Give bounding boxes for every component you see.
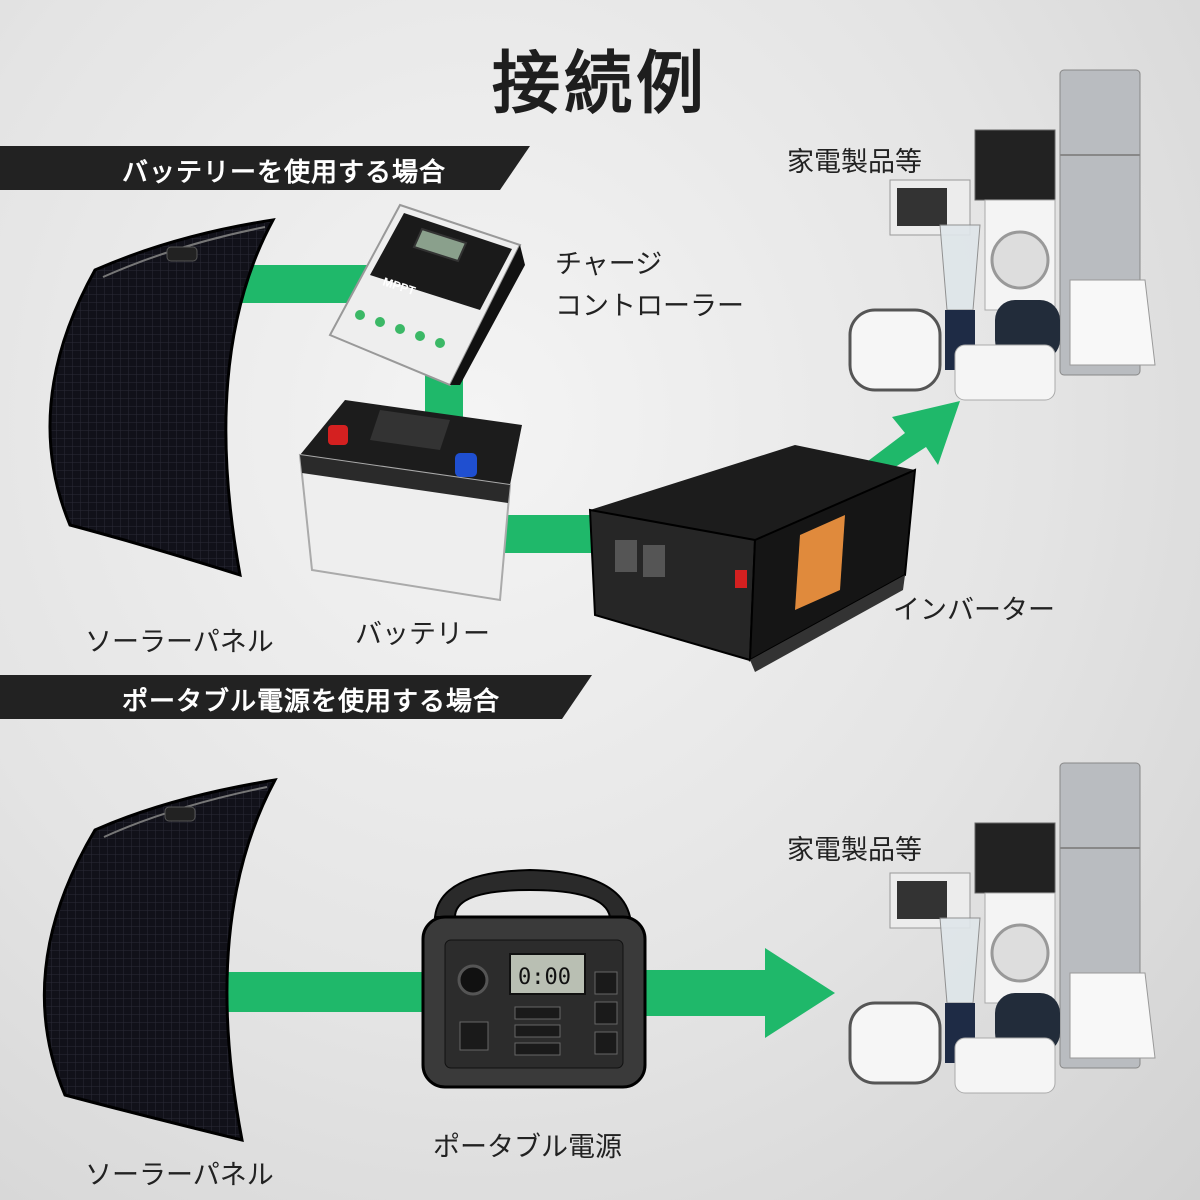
page-title: 接続例 <box>491 45 708 124</box>
charge-controller-image: MPPT <box>328 203 525 387</box>
appliances-image <box>848 69 1156 401</box>
solar-panel-label: ソーラーパネル <box>85 627 274 658</box>
section2-banner-text: ポータブル電源を使用する場合 <box>122 687 501 717</box>
appliances-label: 家電製品等 <box>787 147 922 178</box>
power-station-display: 0:00 <box>518 965 571 990</box>
solar-panel-image-2 <box>42 778 278 1143</box>
arrow-inverter-appliances <box>860 401 960 477</box>
arrow-powerstation-appliances <box>640 948 835 1038</box>
portable-power-station-image: 0:00 <box>421 868 647 1089</box>
inverter-label: インバーター <box>893 595 1055 626</box>
section1-banner: バッテリーを使用する場合 <box>0 146 530 190</box>
controller-label-line2: コントローラー <box>555 291 744 322</box>
inverter-image <box>588 445 917 672</box>
connector-solar-powerstation <box>215 972 435 1012</box>
power-station-label: ポータブル電源 <box>433 1132 622 1163</box>
connector-solar-controller <box>240 265 370 303</box>
battery-image <box>298 400 522 602</box>
section2-banner: ポータブル電源を使用する場合 <box>0 675 592 719</box>
appliances-label-2: 家電製品等 <box>787 835 922 866</box>
solar-panel-label-2: ソーラーパネル <box>85 1160 274 1191</box>
controller-label-line1: チャージ <box>555 249 663 280</box>
battery-label: バッテリー <box>355 619 490 650</box>
solar-panel-image <box>48 218 276 578</box>
section1-banner-text: バッテリーを使用する場合 <box>122 158 447 188</box>
connector-battery-inverter <box>505 515 605 553</box>
appliances-image-2 <box>848 762 1156 1094</box>
